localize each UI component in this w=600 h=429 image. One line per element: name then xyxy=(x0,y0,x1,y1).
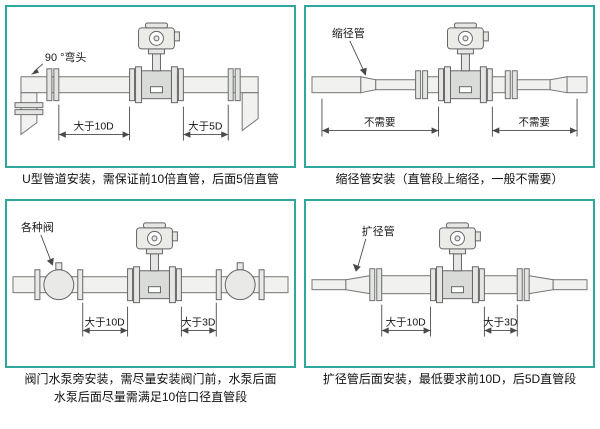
panel-u-pipe: 90 °弯头 大于10D 大于5D xyxy=(5,5,296,195)
dimension-left: 大于10D xyxy=(58,104,131,141)
reducer-annotation: 缩径管 xyxy=(332,26,365,40)
svg-text:大于5D: 大于5D xyxy=(188,120,223,133)
flowmeter-icon xyxy=(129,22,184,104)
dimension-right: 大于3D xyxy=(483,304,518,337)
elbow-annotation: 90 °弯头 xyxy=(45,50,87,64)
panel-valves-box: 各种阀 大于10D 大于3D xyxy=(5,198,296,369)
dimension-left: 不需要 xyxy=(321,98,439,137)
reduce-cone-left xyxy=(360,76,377,94)
expand-cone-left xyxy=(345,274,371,295)
svg-text:不需要: 不需要 xyxy=(364,117,395,129)
panel-reducer: 缩径管 不需要 不需要 xyxy=(304,5,595,195)
caption-valves-line1: 阀门水泵旁安装，需尽量安装阀门前，水泵后面 xyxy=(24,372,277,387)
u-pipe-diagram: 90 °弯头 大于10D 大于5D xyxy=(14,22,259,141)
svg-text:大于10D: 大于10D xyxy=(386,315,427,328)
reducer-diagram: 缩径管 不需要 不需要 xyxy=(311,22,588,137)
valves-annotation: 各种阀 xyxy=(21,220,54,234)
dimension-right: 不需要 xyxy=(491,98,578,137)
flowmeter-icon xyxy=(430,222,485,303)
dimension-right: 大于5D xyxy=(182,104,229,141)
panel-u-pipe-box: 90 °弯头 大于10D 大于5D xyxy=(5,5,296,169)
svg-text:大于10D: 大于10D xyxy=(85,315,126,328)
panel-valves: 各种阀 大于10D 大于3D xyxy=(5,198,296,412)
caption-valves: 阀门水泵旁安装，需尽量安装阀门前，水泵后面 水泵后面尽量需满足10倍口径直管段 xyxy=(5,368,296,412)
flowmeter-icon xyxy=(127,222,182,303)
caption-valves-line2: 水泵后面尽量需满足10倍口径直管段 xyxy=(53,389,248,404)
panel-reducer-box: 缩径管 不需要 不需要 xyxy=(304,5,595,169)
flowmeter-icon xyxy=(438,22,493,104)
caption-expander: 扩径管后面安装，最低要求前10D，后5D直管段 xyxy=(322,372,577,387)
panel-expander: 扩径管 大于10D 大于3D xyxy=(304,198,595,412)
dimension-right: 大于3D xyxy=(180,302,217,337)
svg-text:大于3D: 大于3D xyxy=(181,315,216,328)
dimension-left: 大于10D xyxy=(82,302,129,337)
dimension-left: 大于10D xyxy=(381,304,432,337)
valves-diagram: 各种阀 大于10D 大于3D xyxy=(12,220,289,337)
caption-reducer: 缩径管安装（直管段上缩径，一般不需要） xyxy=(335,172,564,187)
expander-diagram: 扩径管 大于10D 大于3D xyxy=(311,222,588,337)
expander-annotation: 扩径管 xyxy=(362,224,395,238)
panel-expander-box: 扩径管 大于10D 大于3D xyxy=(304,198,595,369)
expand-cone-right xyxy=(528,274,554,295)
svg-text:不需要: 不需要 xyxy=(519,117,550,129)
reduce-cone-right xyxy=(549,76,568,94)
diagram-grid: 90 °弯头 大于10D 大于5D xyxy=(5,5,595,412)
caption-u-pipe: U型管道安装，需保证前10倍直管，后面5倍直管 xyxy=(22,172,279,187)
right-elbow-drop xyxy=(241,92,259,132)
svg-text:大于3D: 大于3D xyxy=(483,315,518,328)
svg-text:大于10D: 大于10D xyxy=(74,120,115,133)
